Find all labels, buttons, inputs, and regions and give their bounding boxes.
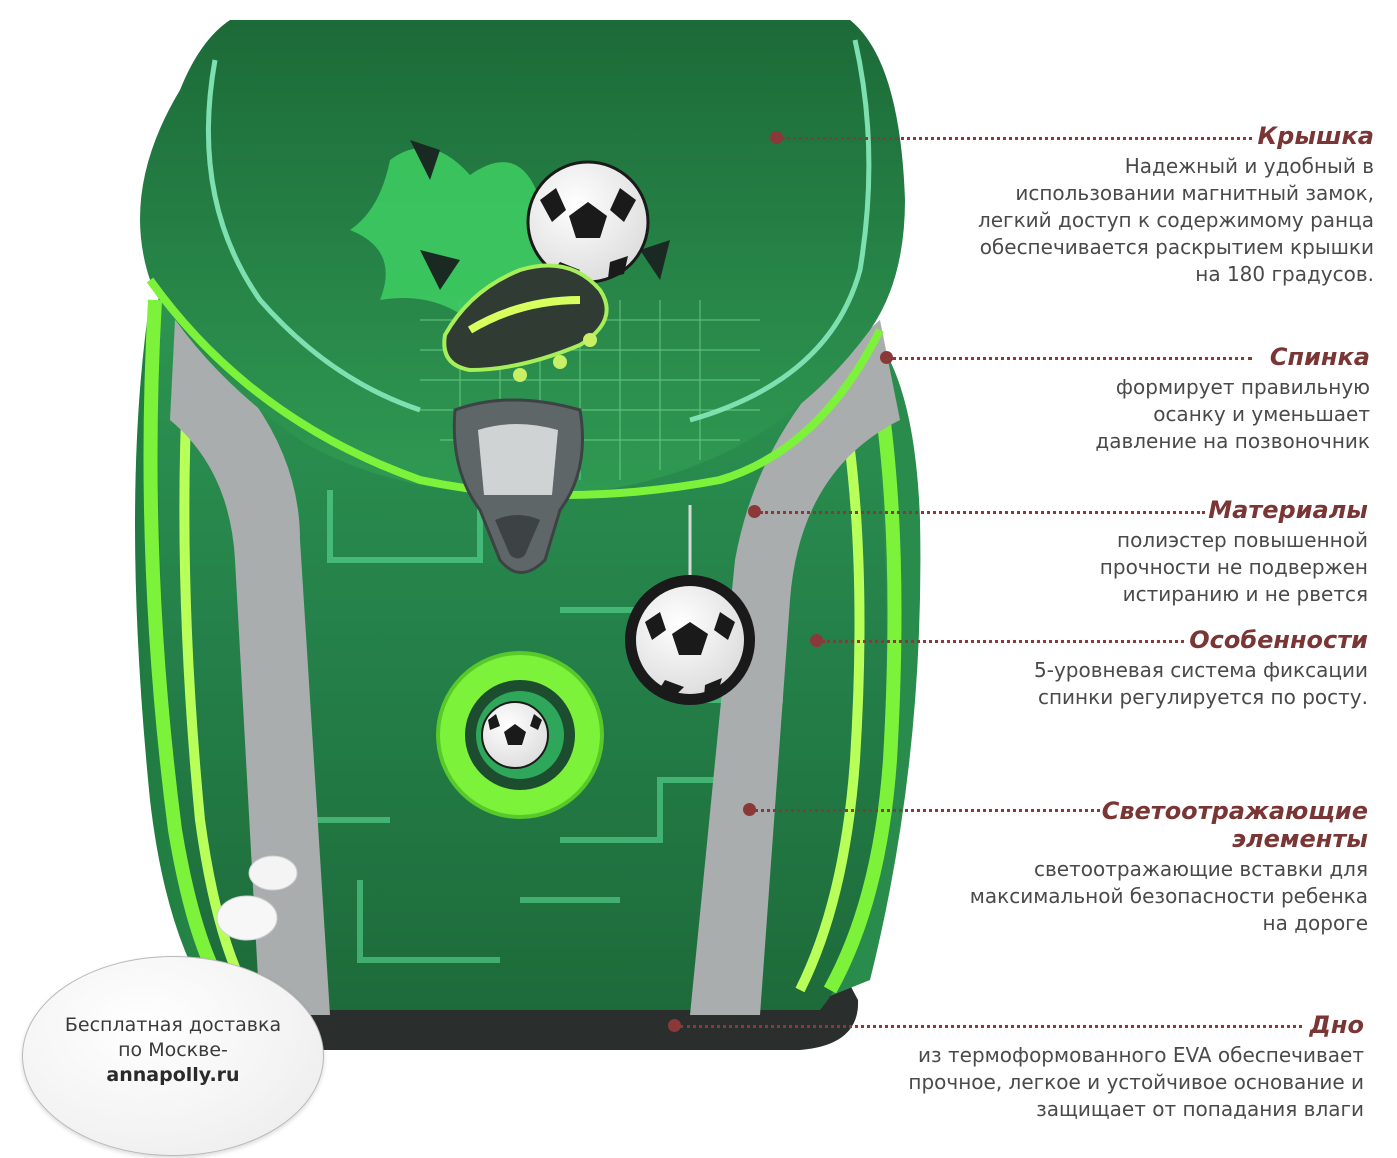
- free-delivery-badge[interactable]: Бесплатная доставка по Москве- annapolly…: [22, 956, 324, 1156]
- back-marker-dot: [880, 351, 893, 364]
- features-leader-line: [822, 640, 1184, 643]
- football-boot: [442, 263, 609, 382]
- callout-lid-title: Крышка: [1257, 122, 1374, 150]
- callout-features: Особенности 5-уровневая система фиксации…: [1034, 626, 1368, 711]
- callout-back-title: Спинка: [1269, 343, 1370, 371]
- callout-reflective: Светоотражающие элементы светоотражающие…: [970, 797, 1368, 937]
- delivery-line-1: Бесплатная доставка: [64, 1014, 282, 1036]
- callout-back: Спинка формирует правильную осанку и уме…: [1095, 343, 1370, 455]
- callout-materials-title: Материалы: [1208, 496, 1368, 524]
- lid-leader-line: [782, 137, 1252, 140]
- callout-materials: Материалы полиэстер повышенной прочности…: [1100, 496, 1368, 608]
- callout-back-body: формирует правильную осанку и уменьшает …: [1095, 375, 1370, 453]
- reflective-dots: [216, 855, 298, 941]
- callout-bottom-title: Дно: [1309, 1011, 1364, 1039]
- lid-marker-dot: [770, 131, 783, 144]
- left-zipper: [143, 299, 236, 1005]
- hanging-ball-tag: [625, 505, 755, 705]
- delivery-text: Бесплатная доставка по Москве- annapolly…: [23, 1013, 323, 1088]
- delivery-site-link[interactable]: annapolly.ru: [106, 1064, 240, 1086]
- back-leader-line: [892, 357, 1252, 360]
- left-zipper-inner: [179, 339, 250, 993]
- right-reflective-stripe: [690, 320, 900, 1015]
- bottom-leader-line: [680, 1025, 1302, 1028]
- reflective-leader-line: [755, 809, 1100, 812]
- right-zipper-inner: [795, 358, 865, 993]
- callout-features-title: Особенности: [1189, 626, 1368, 654]
- callout-lid: Крышка Надежный и удобный в использовани…: [978, 122, 1374, 288]
- features-marker-dot: [810, 634, 823, 647]
- callout-reflective-body: светоотражающие вставки для максимальной…: [969, 857, 1368, 935]
- delivery-line-2: по Москве-: [118, 1039, 228, 1061]
- callout-bottom: Дно из термоформованного EVA обеспечивае…: [908, 1011, 1364, 1123]
- callout-bottom-body: из термоформованного EVA обеспечивает пр…: [908, 1043, 1364, 1121]
- magnetic-clasp: [452, 398, 584, 574]
- callout-materials-body: полиэстер повышенной прочности не подвер…: [1099, 528, 1368, 606]
- callout-lid-body: Надежный и удобный в использовании магни…: [977, 154, 1374, 286]
- left-reflective-stripe: [170, 320, 330, 1015]
- callout-reflective-title: Светоотражающие элементы: [1101, 797, 1368, 853]
- materials-leader-line: [760, 511, 1205, 514]
- right-zipper: [823, 338, 902, 994]
- lid-piping-right: [689, 39, 872, 423]
- lid-piping: [205, 59, 421, 413]
- reflective-marker-dot: [743, 803, 756, 816]
- bottom-marker-dot: [668, 1019, 681, 1032]
- materials-marker-dot: [748, 505, 761, 518]
- callout-features-body: 5-уровневая система фиксации спинки регу…: [1034, 658, 1368, 709]
- center-ring-button: [436, 651, 604, 819]
